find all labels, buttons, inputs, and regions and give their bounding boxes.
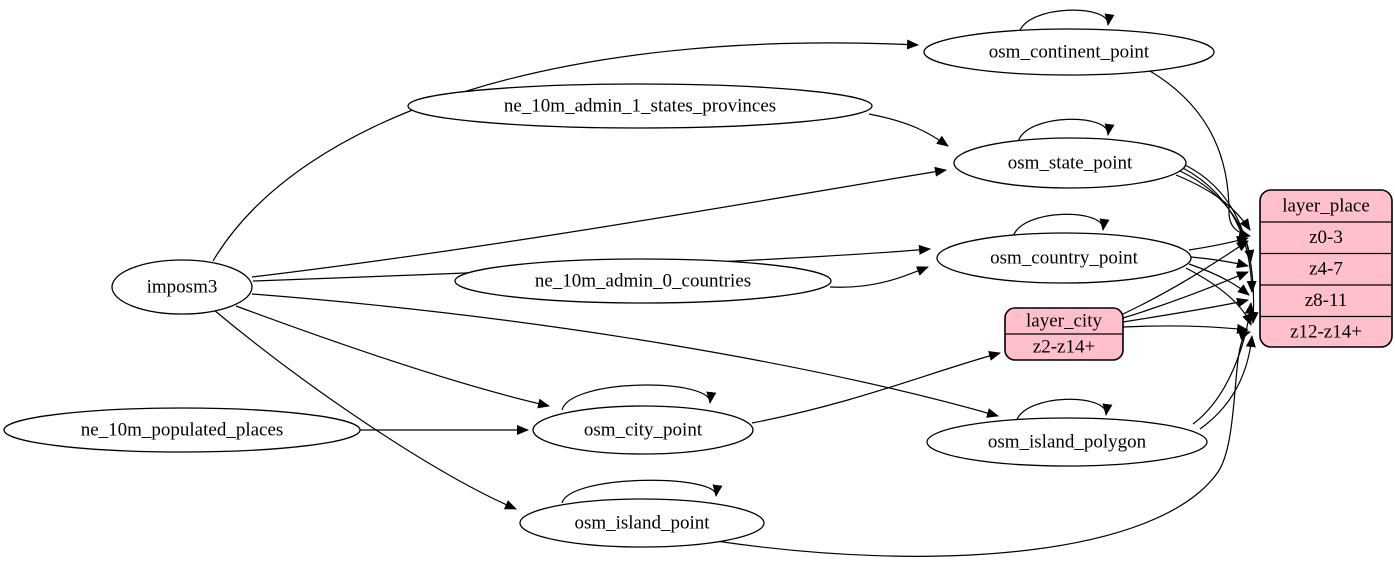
edge-osm-state-point-to-layer-place-z8-11 — [1182, 167, 1257, 293]
record-layer-city-title: layer_city — [1026, 310, 1102, 331]
record-layer-place-row-z0-3: z0-3 — [1309, 227, 1343, 248]
node-ne-10m-admin-0-countries-label: ne_10m_admin_0_countries — [535, 270, 751, 291]
self-loop-osm-country-point — [1012, 213, 1110, 238]
node-osm-island-point-shape — [519, 498, 765, 548]
node-osm-island-polygon: osm_island_polygon — [926, 417, 1208, 467]
node-osm-continent-point-shape — [923, 28, 1215, 76]
record-layer-city: layer_city z2-z14+ — [1004, 307, 1124, 361]
self-loop-osm-continent-point — [1018, 9, 1115, 34]
record-layer-place-row-z12-z14: z12-z14+ — [1290, 321, 1362, 342]
node-osm-island-point-label: osm_island_point — [574, 512, 710, 533]
edge-ne-10m-admin-0-countries-to-osm-country-point — [829, 266, 929, 288]
self-loop-osm-island-point — [561, 479, 723, 504]
edge-imposm3-to-osm-continent-point — [212, 39, 919, 262]
edge-layer-city-to-layer-place-z4-7 — [1122, 271, 1249, 319]
edge-osm-country-point-to-layer-place-z8-11 — [1188, 263, 1250, 296]
node-osm-continent-point: osm_continent_point — [923, 28, 1215, 76]
edge-osm-country-point-to-layer-place-z0-3 — [1188, 235, 1249, 251]
node-ne-10m-admin-0-countries: ne_10m_admin_0_countries — [454, 258, 832, 304]
edge-osm-continent-point-to-layer-place-z0-3 — [1149, 70, 1251, 239]
node-osm-island-polygon-shape — [926, 417, 1208, 467]
record-layer-place-title: layer_place — [1282, 195, 1370, 216]
record-layer-city-row-z2-z14: z2-z14+ — [1033, 336, 1095, 357]
node-ne-10m-populated-places: ne_10m_populated_places — [3, 407, 361, 453]
edge-layer-city-to-layer-place-z12-z14 — [1122, 323, 1249, 334]
edge-imposm3-to-osm-state-point — [251, 166, 947, 278]
edge-ne-10m-admin-1-states-provinces-to-osm-state-point — [868, 113, 949, 147]
node-imposm3: imposm3 — [111, 259, 253, 315]
self-loop-osm-city-point — [561, 384, 717, 411]
node-osm-state-point-label: osm_state_point — [1008, 152, 1133, 173]
record-layer-place-row-z8-11: z8-11 — [1305, 290, 1348, 311]
node-osm-state-point-shape — [953, 137, 1187, 189]
edge-osm-island-polygon-to-layer-place-z8-11 — [1192, 302, 1255, 425]
edge-osm-island-point-to-layer-place-z12-z14 — [715, 330, 1251, 557]
node-osm-country-point-label: osm_country_point — [990, 247, 1138, 268]
edge-osm-country-point-to-layer-place-z4-7 — [1190, 256, 1249, 269]
record-layer-place-shape — [1259, 189, 1393, 348]
edge-layer-city-to-layer-place-z0-3 — [1122, 240, 1249, 315]
record-layer-place-row-z4-7: z4-7 — [1309, 258, 1343, 279]
edge-layer-city-to-layer-place-z8-11 — [1122, 297, 1249, 323]
edge-imposm3-to-osm-city-point — [235, 305, 550, 409]
node-ne-10m-admin-1-states-provinces-label: ne_10m_admin_1_states_provinces — [504, 95, 776, 116]
node-ne-10m-admin-1-states-provinces: ne_10m_admin_1_states_provinces — [407, 83, 873, 129]
node-ne-10m-populated-places-label: ne_10m_populated_places — [81, 419, 284, 440]
node-osm-city-point: osm_city_point — [532, 405, 754, 455]
edge-layer — [212, 9, 1259, 557]
edge-osm-city-point-to-layer-city-z2-z14 — [751, 351, 1001, 424]
self-loop-osm-state-point — [1017, 118, 1115, 143]
node-osm-state-point: osm_state_point — [953, 137, 1187, 189]
node-ne-10m-admin-1-states-provinces-shape — [407, 83, 873, 129]
node-osm-island-point: osm_island_point — [519, 498, 765, 548]
self-loop-osm-island-polygon — [1015, 398, 1113, 423]
node-imposm3-shape — [111, 259, 253, 315]
edge-osm-state-point-to-layer-place-z0-3 — [1175, 174, 1251, 231]
node-osm-city-point-label: osm_city_point — [584, 419, 703, 440]
node-osm-city-point-shape — [532, 405, 754, 455]
edge-osm-island-polygon-to-layer-place-z12-z14 — [1199, 335, 1256, 430]
node-ne-10m-admin-0-countries-shape — [454, 258, 832, 304]
node-osm-island-polygon-label: osm_island_polygon — [988, 431, 1147, 452]
edge-imposm3-to-osm-island-point — [213, 309, 517, 510]
node-osm-country-point: osm_country_point — [936, 232, 1192, 284]
node-osm-continent-point-label: osm_continent_point — [989, 41, 1150, 62]
node-ne-10m-populated-places-shape — [3, 407, 361, 453]
edge-osm-state-point-to-layer-place-z4-7 — [1179, 170, 1255, 262]
node-imposm3-label: imposm3 — [147, 276, 218, 297]
edge-imposm3-to-osm-island-polygon — [251, 293, 999, 418]
node-osm-country-point-shape — [936, 232, 1192, 284]
record-layer-place: layer_place z0-3 z4-7 z8-11 z12-z14+ — [1259, 189, 1393, 348]
